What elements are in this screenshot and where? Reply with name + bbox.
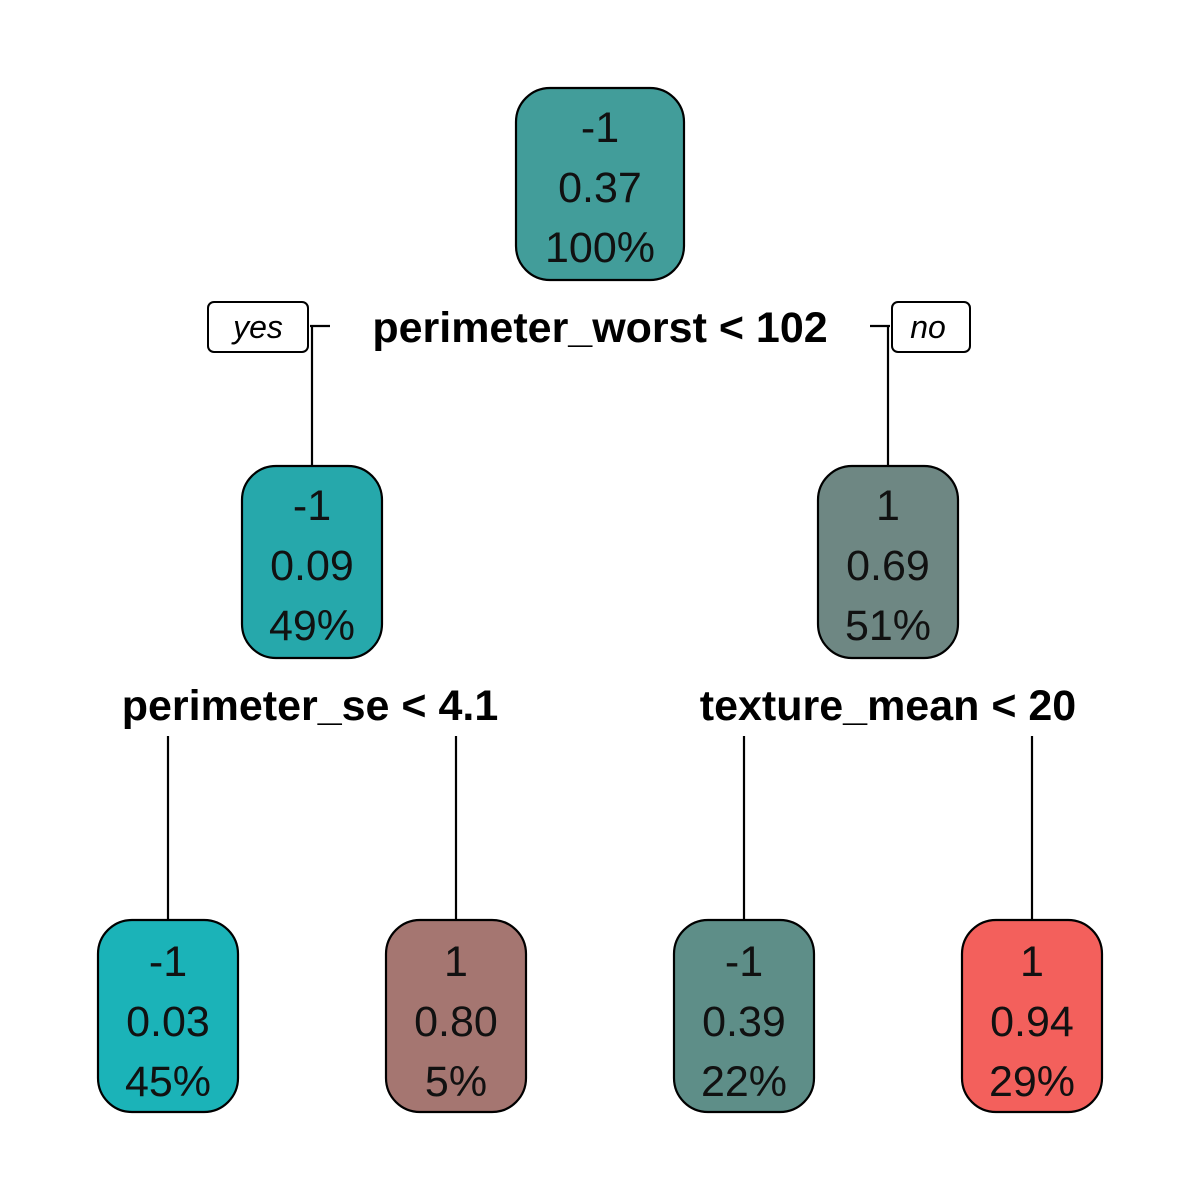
yes-tag-box [207, 301, 309, 353]
leaf-4: 1 0.94 29% [960, 918, 1104, 1114]
leaf-1-prob: 0.03 [126, 998, 210, 1046]
no-tag: no [891, 301, 971, 353]
leaf-4-pct: 29% [989, 1058, 1075, 1106]
tree-edges [166, 324, 1034, 920]
node-left-box [240, 464, 384, 660]
leaf-1-pct: 45% [125, 1058, 211, 1106]
node-right-class: 1 [876, 482, 900, 530]
node-left-prob: 0.09 [270, 542, 354, 590]
root-split-label: perimeter_worst < 102 [372, 304, 827, 352]
leaf-3-prob: 0.39 [702, 998, 786, 1046]
node-root-pct: 100% [545, 224, 655, 272]
right-split-label: texture_mean < 20 [700, 682, 1076, 730]
left-split-label: perimeter_se < 4.1 [122, 682, 499, 730]
leaf-1-class: -1 [149, 938, 187, 986]
leaf-2-pct: 5% [425, 1058, 487, 1106]
leaf-3-pct: 22% [701, 1058, 787, 1106]
node-left-class: -1 [293, 482, 331, 530]
leaf-2-box [384, 918, 528, 1114]
leaf-4-prob: 0.94 [990, 998, 1074, 1046]
leaf-3-class: -1 [725, 938, 763, 986]
node-right-prob: 0.69 [846, 542, 930, 590]
node-root-prob: 0.37 [558, 164, 642, 212]
leaf-1-box [96, 918, 240, 1114]
leaf-3-box [672, 918, 816, 1114]
node-right: 1 0.69 51% [816, 464, 960, 660]
node-root: -1 0.37 100% [514, 86, 686, 282]
leaf-2-class: 1 [444, 938, 468, 986]
leaf-3: -1 0.39 22% [672, 918, 816, 1114]
leaf-1: -1 0.03 45% [96, 918, 240, 1114]
node-right-pct: 51% [845, 602, 931, 650]
no-tag-box [891, 301, 971, 353]
node-left: -1 0.09 49% [240, 464, 384, 660]
leaf-4-box [960, 918, 1104, 1114]
leaf-2-prob: 0.80 [414, 998, 498, 1046]
leaf-2: 1 0.80 5% [384, 918, 528, 1114]
yes-tag-label: yes [231, 309, 283, 345]
node-root-class: -1 [581, 104, 619, 152]
yes-tag: yes [207, 301, 309, 353]
node-right-box [816, 464, 960, 660]
node-left-pct: 49% [269, 602, 355, 650]
no-tag-label: no [910, 309, 946, 345]
node-root-box [514, 86, 686, 282]
leaf-4-class: 1 [1020, 938, 1044, 986]
